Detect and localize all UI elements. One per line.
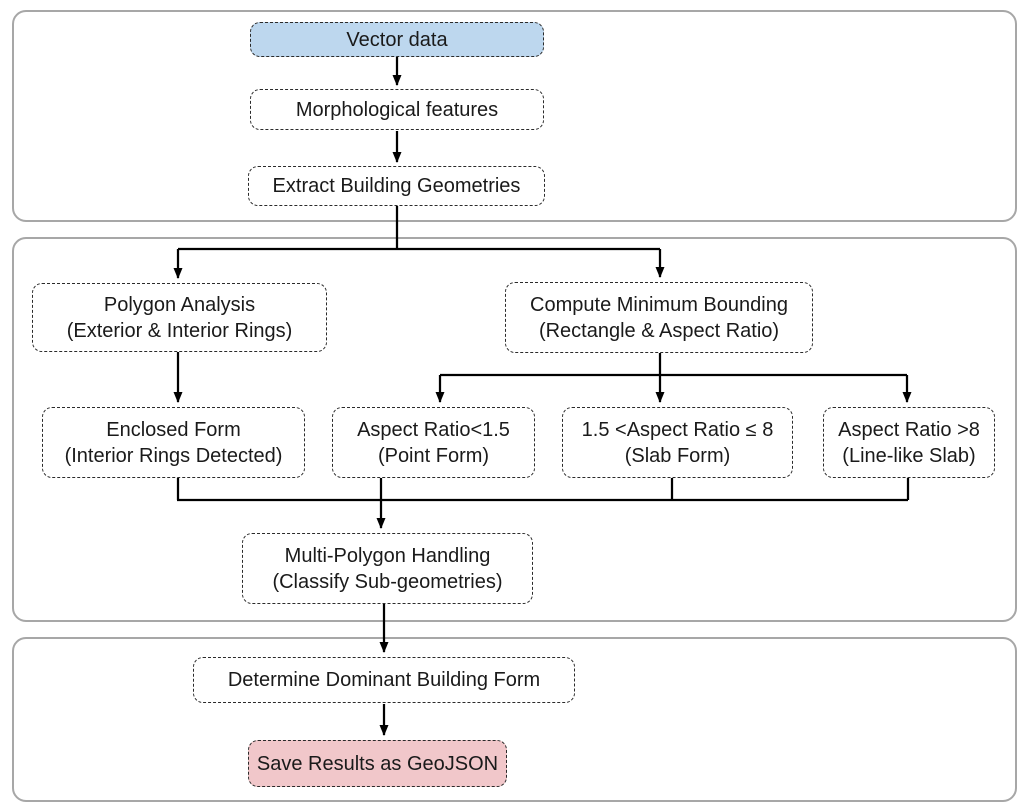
node-compute-min-bounding-line2: (Rectangle & Aspect Ratio) [538, 319, 780, 342]
node-point-form: Aspect Ratio<1.5 (Point Form) [332, 407, 535, 478]
node-morphological-features: Morphological features [250, 89, 544, 130]
node-multi-polygon-handling-line1: Multi-Polygon Handling [284, 544, 491, 567]
node-enclosed-form-line2: (Interior Rings Detected) [64, 444, 283, 467]
node-slab-form: 1.5 <Aspect Ratio ≤ 8 (Slab Form) [562, 407, 793, 478]
node-vector-data: Vector data [250, 22, 544, 57]
node-enclosed-form: Enclosed Form (Interior Rings Detected) [42, 407, 305, 478]
node-point-form-line1: Aspect Ratio<1.5 [357, 418, 510, 441]
node-polygon-analysis-line1: Polygon Analysis [103, 293, 256, 316]
node-save-results-label: Save Results as GeoJSON [256, 752, 499, 775]
node-extract-building-geometries-label: Extract Building Geometries [272, 175, 521, 197]
node-slab-form-line2: (Slab Form) [624, 444, 731, 467]
node-polygon-analysis-line2: (Exterior & Interior Rings) [66, 319, 293, 342]
node-multi-polygon-handling: Multi-Polygon Handling (Classify Sub-geo… [242, 533, 533, 604]
node-slab-form-line1: 1.5 <Aspect Ratio ≤ 8 [581, 418, 774, 441]
node-determine-dominant-form: Determine Dominant Building Form [193, 657, 575, 703]
section-output-stage [12, 637, 1017, 802]
node-enclosed-form-line1: Enclosed Form [106, 418, 241, 441]
node-morphological-features-label: Morphological features [295, 98, 499, 121]
node-line-like-slab-line2: (Line-like Slab) [842, 444, 976, 467]
node-polygon-analysis: Polygon Analysis (Exterior & Interior Ri… [32, 283, 327, 352]
node-line-like-slab-line1: Aspect Ratio >8 [838, 418, 980, 441]
node-compute-min-bounding: Compute Minimum Bounding (Rectangle & As… [505, 282, 813, 353]
node-compute-min-bounding-line1: Compute Minimum Bounding [530, 293, 788, 316]
node-save-results: Save Results as GeoJSON [248, 740, 507, 787]
node-line-like-slab: Aspect Ratio >8 (Line-like Slab) [823, 407, 995, 478]
node-point-form-line2: (Point Form) [377, 444, 490, 467]
node-multi-polygon-handling-line2: (Classify Sub-geometries) [272, 570, 503, 593]
node-extract-building-geometries: Extract Building Geometries [248, 166, 545, 206]
node-vector-data-label: Vector data [346, 28, 448, 51]
node-determine-dominant-form-label: Determine Dominant Building Form [227, 669, 541, 691]
